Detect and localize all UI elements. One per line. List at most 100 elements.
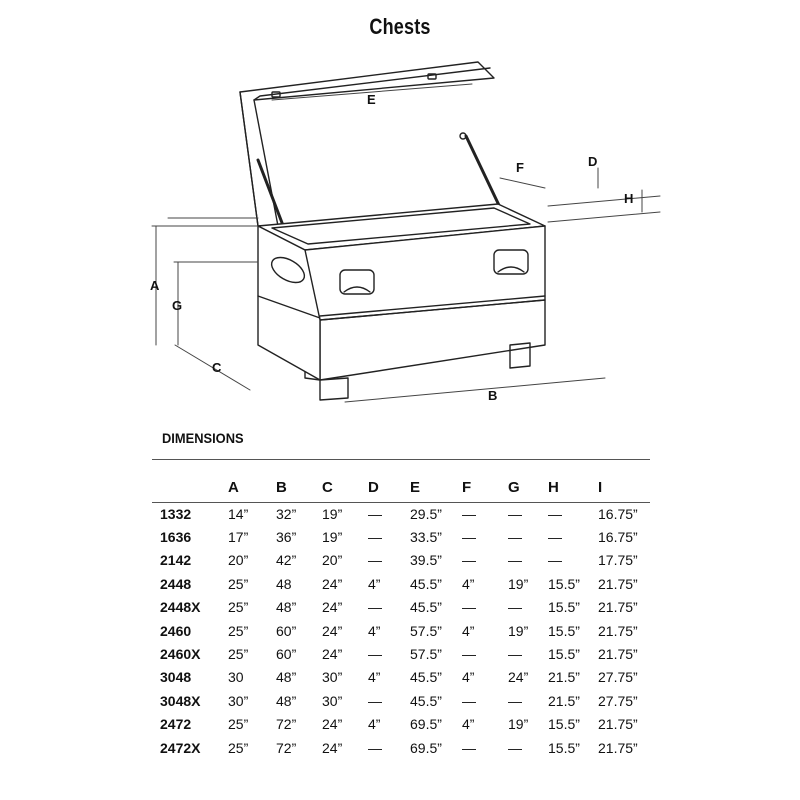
dimension-cell: 48” xyxy=(276,669,297,686)
dimension-cell: 30” xyxy=(322,692,343,709)
dimension-cell: 39.5” xyxy=(410,552,442,569)
dimension-cell: 72” xyxy=(276,739,297,756)
dimension-cell: 21.75” xyxy=(598,716,638,733)
dimension-cell: 45.5” xyxy=(410,692,442,709)
dimension-cell: 15.5” xyxy=(548,575,580,592)
model-cell: 2472 xyxy=(160,716,192,733)
dimension-cell: — xyxy=(462,739,476,756)
dimension-cell: 19” xyxy=(322,529,343,546)
dimension-cell: — xyxy=(368,599,382,616)
dimension-cell: 19” xyxy=(508,575,529,592)
dimension-cell: — xyxy=(368,529,382,546)
column-header: B xyxy=(276,478,287,496)
column-header: C xyxy=(322,478,333,496)
dimension-cell: 16.75” xyxy=(598,505,638,522)
model-cell: 1636 xyxy=(160,529,192,546)
table-header-row: A B C D E F G H I xyxy=(152,472,650,502)
dimension-cell: 24” xyxy=(322,599,343,616)
dimension-cell: 30” xyxy=(322,669,343,686)
dimension-cell: 57.5” xyxy=(410,646,442,663)
dimension-cell: — xyxy=(368,692,382,709)
dimension-cell: 15.5” xyxy=(548,646,580,663)
dimension-cell: 4” xyxy=(462,575,475,592)
chest-lid xyxy=(239,61,495,227)
dimension-cell: 27.75” xyxy=(598,669,638,686)
dimension-cell: 24” xyxy=(322,622,343,639)
dimension-cell: — xyxy=(462,529,476,546)
model-cell: 2142 xyxy=(160,552,192,569)
dimension-cell: 20” xyxy=(322,552,343,569)
chest-diagram: E F D H A G C B xyxy=(150,61,661,403)
model-cell: 2460X xyxy=(160,646,201,663)
column-header: G xyxy=(508,478,520,496)
dimension-cell: 25” xyxy=(228,716,249,733)
dimension-cell: 45.5” xyxy=(410,669,442,686)
dimension-cell: 24” xyxy=(508,669,529,686)
dimension-cell: 27.75” xyxy=(598,692,638,709)
dimension-cell: 21.75” xyxy=(598,646,638,663)
model-cell: 2472X xyxy=(160,739,201,756)
column-header: E xyxy=(410,478,421,496)
dimension-cell: — xyxy=(548,552,562,569)
dimension-cell: 25” xyxy=(228,646,249,663)
dimension-cell: — xyxy=(508,529,522,546)
model-cell: 2460 xyxy=(160,622,192,639)
dimension-cell: 4” xyxy=(462,669,475,686)
diagram-label-a: A xyxy=(150,278,160,293)
diagram-label-f: F xyxy=(516,160,524,175)
dimension-cell: 25” xyxy=(228,599,249,616)
dimension-cell: 45.5” xyxy=(410,575,442,592)
column-header: A xyxy=(228,478,239,496)
dimension-cell: 14” xyxy=(228,505,249,522)
dimension-cell: 21.75” xyxy=(598,575,638,592)
dimension-cell: 45.5” xyxy=(410,599,442,616)
dimension-cell: 25” xyxy=(228,622,249,639)
page-title: Chests xyxy=(369,14,431,39)
dimension-cell: — xyxy=(368,552,382,569)
dimension-cell: 24” xyxy=(322,646,343,663)
dimension-cell: — xyxy=(548,505,562,522)
dimension-cell: 48 xyxy=(276,575,292,592)
dimension-cell: 15.5” xyxy=(548,622,580,639)
dimension-cell: 4” xyxy=(368,669,381,686)
diagram-label-e: E xyxy=(367,92,376,107)
model-cell: 3048 xyxy=(160,669,192,686)
dimension-cell: 25” xyxy=(228,575,249,592)
dimension-cell: — xyxy=(368,505,382,522)
column-header: H xyxy=(548,478,559,496)
dimension-cell: 48” xyxy=(276,599,297,616)
diagram-label-g: G xyxy=(172,298,182,313)
dimension-cell: — xyxy=(462,552,476,569)
section-title: DIMENSIONS xyxy=(162,430,244,446)
dimension-cell: 48” xyxy=(276,692,297,709)
dimension-cell: 21.75” xyxy=(598,739,638,756)
dimension-cell: — xyxy=(462,505,476,522)
dimension-cell: 16.75” xyxy=(598,529,638,546)
dimension-cell: 4” xyxy=(462,716,475,733)
dimension-cell: 24” xyxy=(322,716,343,733)
dimension-cell: 69.5” xyxy=(410,716,442,733)
dimension-cell: 24” xyxy=(322,739,343,756)
dimension-cell: 25” xyxy=(228,739,249,756)
dimension-cell: — xyxy=(508,599,522,616)
dimension-cell: 60” xyxy=(276,646,297,663)
column-header xyxy=(152,472,228,502)
dimension-cell: — xyxy=(368,646,382,663)
divider xyxy=(152,459,650,460)
dimension-cell: — xyxy=(508,552,522,569)
dimension-cell: 15.5” xyxy=(548,599,580,616)
dimension-cell: — xyxy=(548,529,562,546)
column-header: I xyxy=(598,478,603,496)
dimension-cell: 4” xyxy=(368,622,381,639)
dimension-cell: 57.5” xyxy=(410,622,442,639)
